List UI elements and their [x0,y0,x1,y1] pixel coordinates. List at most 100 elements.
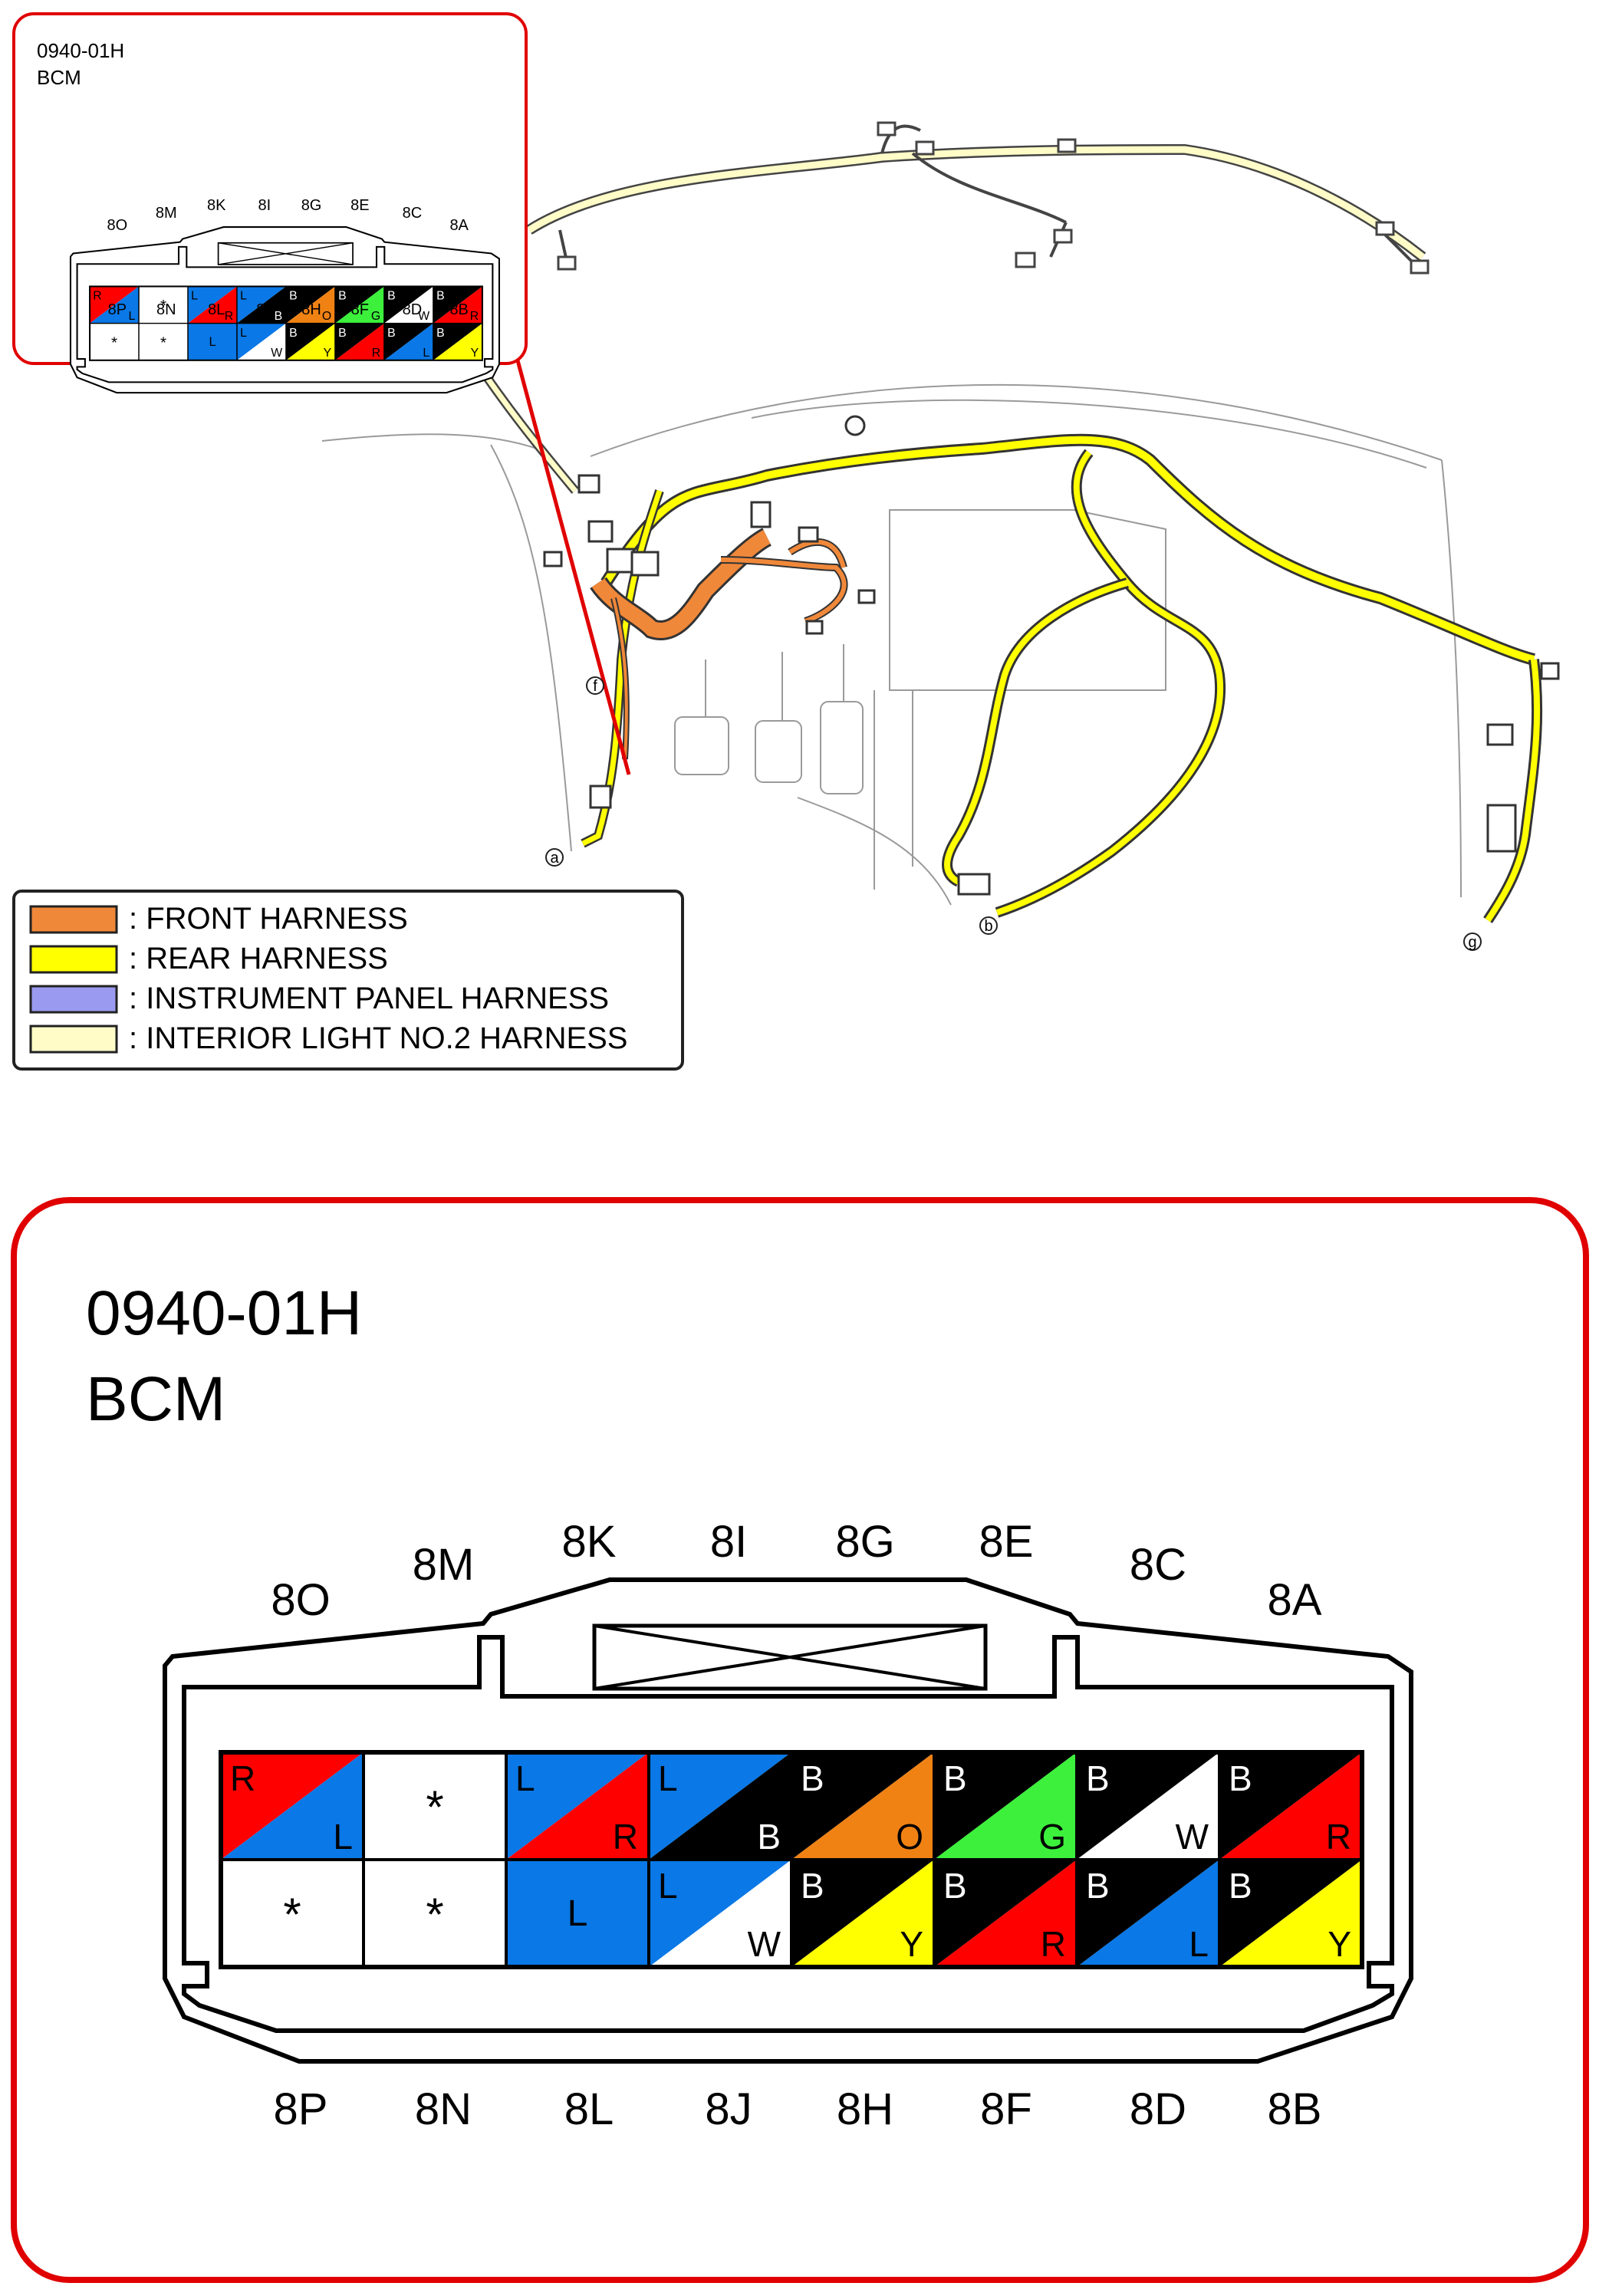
connector-icon [1486,723,1514,746]
pin-label-top: 8I [710,1517,747,1567]
callout-pin-label-top: 8E [350,197,369,214]
pin-label-bottom: 8L [564,2084,614,2134]
legend-swatch [29,905,118,934]
locator-f [586,676,604,695]
connector-icon [1410,259,1430,275]
connector-icon [1053,229,1073,244]
callout-connector-mini [69,226,500,394]
pin-8L: L [505,1858,650,1969]
wire-stripe-color [649,1860,791,1967]
pin-8N: * [362,1858,508,1969]
wire-stripe-color [221,1752,364,1860]
wire-color-label: W [748,1924,781,1964]
pin-cell [221,1860,364,1967]
wire-stripe-color [934,1860,1077,1967]
callout-pin-label-top: 8M [156,205,177,222]
wire-color-label: L [1189,1924,1209,1964]
pedal [820,701,864,794]
harness-legend: : FRONT HARNESS: REAR HARNESS: INSTRUMEN… [12,890,684,1071]
callout-pin-label-top: 8I [258,197,271,214]
wire-stripe-color [649,1752,791,1860]
connector-icon [1486,804,1517,853]
pin-label-top: 8E [979,1517,1034,1567]
callout-connector-name: BCM [37,66,81,89]
pin-label-top: 8C [1130,1540,1186,1590]
pedal [674,716,729,775]
pin-label-top: 8A [1268,1575,1322,1625]
pin-8O: RL [219,1751,365,1861]
pin-8K: LR [505,1751,650,1861]
wire-color-label: L [658,1866,678,1906]
connector-icon [606,548,635,574]
locator-g-label: g [1468,934,1476,951]
wire-stripe-color [791,1752,934,1860]
wire-stripe-color [934,1752,1077,1860]
pin-8A: BR [1218,1751,1364,1861]
console-outline [889,509,1166,691]
callout-pin-label-bottom: 8H [301,301,321,318]
pin-label-top: 8K [562,1517,617,1567]
grommet-icon [844,415,866,436]
connector-icon [877,121,897,137]
connector-icon [1057,138,1077,153]
wire-color-label: B [801,1866,824,1906]
legend-label: : FRONT HARNESS [129,902,408,936]
connector-code: 0940-01H [86,1278,362,1348]
connector-icon [1015,252,1036,268]
pin-8I: LB [647,1751,793,1861]
wire-color-label: B [1086,1758,1110,1798]
callout-leader [515,360,631,775]
callout-pin-label-top: 8K [207,197,226,214]
wire-color-label: Y [900,1924,923,1964]
pin-label-bottom: 8B [1268,2084,1322,2134]
connector-icon [577,474,600,494]
wire-stripe-color [1219,1860,1362,1967]
pin-label-top: 8M [413,1540,475,1590]
locator-b-label: b [984,918,992,935]
connector-icon [857,589,876,604]
unused-pin-mark: * [426,1781,443,1833]
pin-8P: * [219,1858,365,1969]
wire-color-label: Y [1328,1924,1351,1964]
callout-pin-label-bottom: 8P [108,301,127,318]
dash-outline [751,399,1427,469]
wire-stripe-color [1219,1752,1362,1860]
pin-8C: BW [1075,1751,1221,1861]
body-outline [797,797,952,906]
connector-icon [805,620,824,635]
connector-icon [587,520,614,543]
legend-swatch [29,1025,118,1054]
legend-label: : REAR HARNESS [129,942,388,975]
pin-label-top: 8O [271,1575,330,1625]
pin-8E: BG [933,1751,1078,1861]
harness-illustration: a b f g [321,121,1560,951]
callout-pin-label-top: 8A [449,217,469,234]
callout-pin-label-bottom: 8D [403,301,423,318]
connector-icon [630,551,660,577]
callout-pin-label-bottom: 8B [449,301,468,318]
connector-lock [592,1623,988,1691]
connector-icon [957,873,991,896]
callout-pin-label-bottom: 8F [351,301,369,318]
pin-label-bottom: 8F [980,2084,1032,2134]
pin-label-bottom: 8N [415,2084,472,2134]
dash-outline [590,383,1443,461]
legend-swatch [29,985,118,1014]
locator-a-label: a [550,850,559,867]
unused-pin-mark: * [426,1889,443,1940]
callout-connector-code: 0940-01H [37,39,124,62]
connector-icon [557,255,577,271]
body-outline [705,644,844,721]
pin-grid-frame [219,1750,1364,1969]
legend-swatch [29,945,118,974]
body-outline [321,433,538,449]
wire-color-label: B [1229,1866,1252,1906]
connector-name: BCM [86,1364,225,1434]
wire-color-label: G [1038,1817,1066,1857]
connector-icon [1540,662,1560,680]
wire-color-label: R [1326,1817,1351,1857]
